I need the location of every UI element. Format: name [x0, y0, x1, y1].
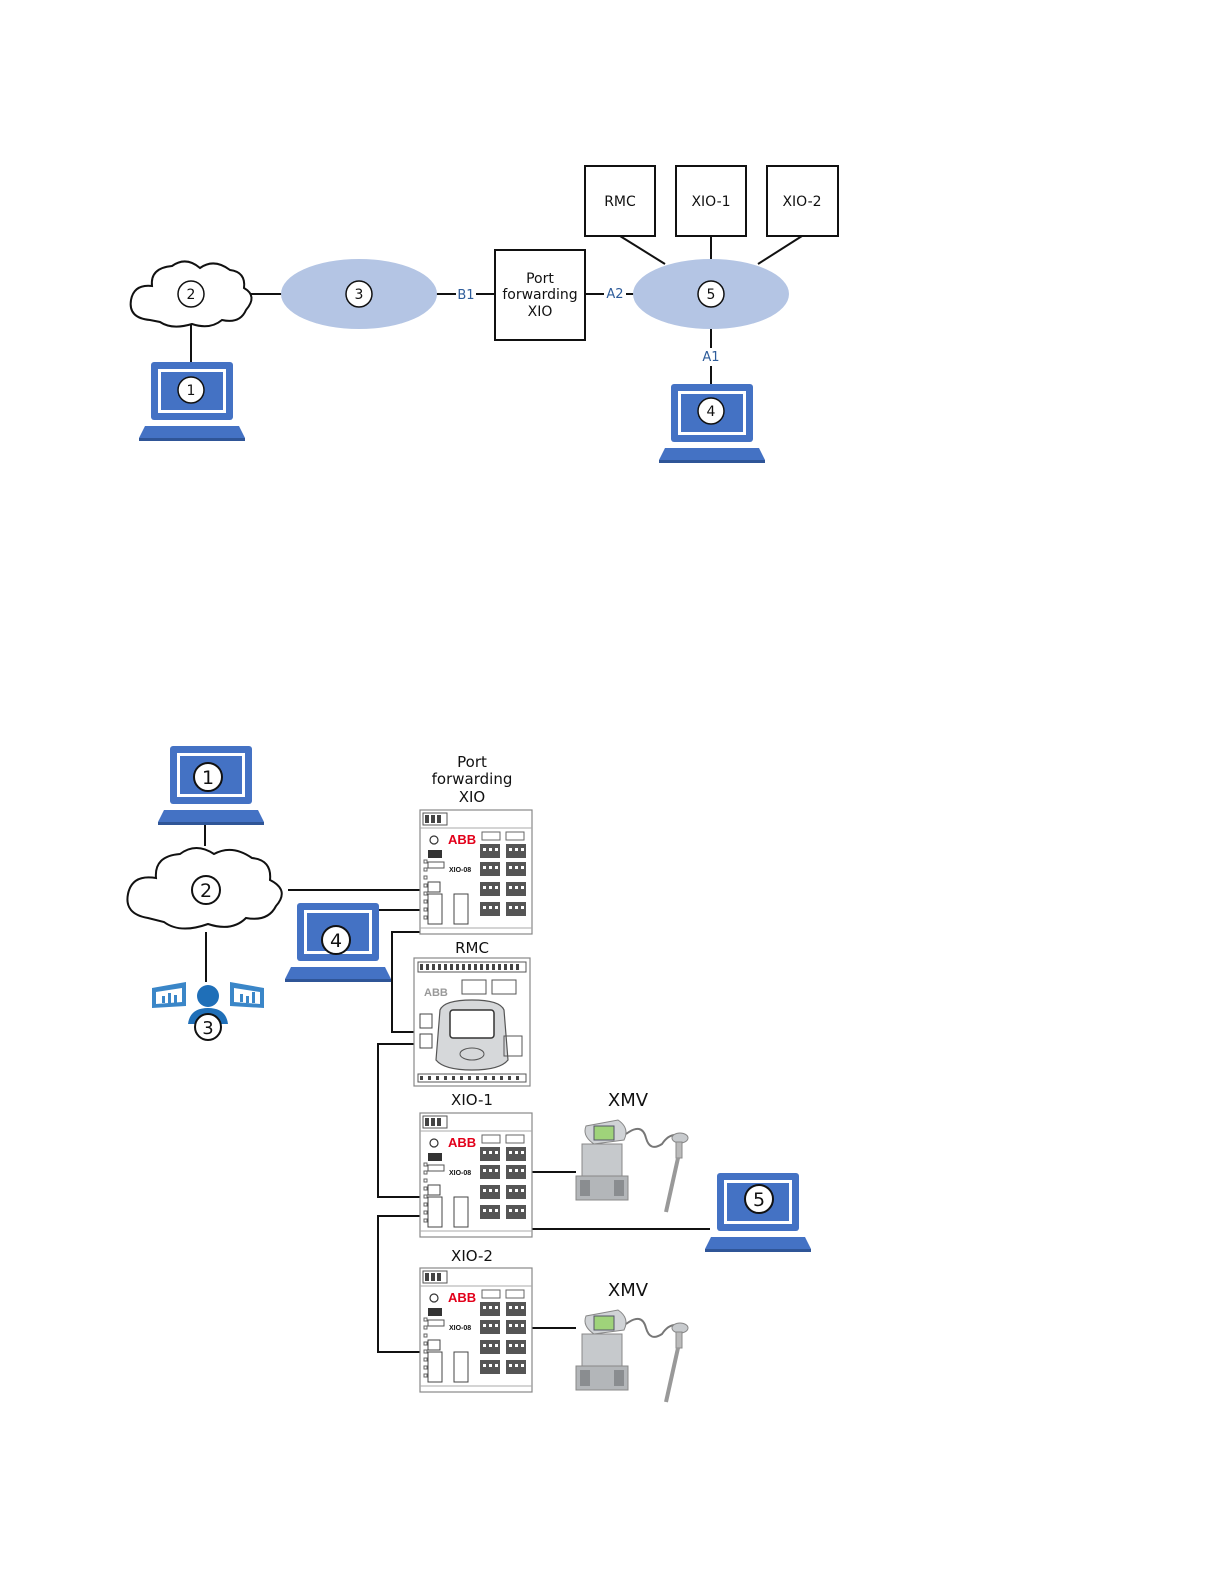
abb-logo: ABB: [424, 987, 448, 999]
node-marker: 5: [698, 281, 724, 307]
port-a2-label: A2: [606, 287, 623, 302]
diagram-2: ABB XIO-08 ABB XIO-08 ABB XIO-08 ABB: [127, 746, 811, 1402]
node-marker: 1: [194, 763, 222, 791]
node-marker: 1: [178, 377, 204, 403]
rmc-label: RMC: [604, 194, 636, 210]
port-forwarding-label: Port: [526, 271, 554, 287]
node-marker: 4: [322, 926, 350, 954]
xmv-transmitter: [576, 1120, 688, 1212]
abb-logo: ABB: [448, 832, 476, 847]
xio2-label: XIO-2: [451, 1247, 493, 1265]
xio1-label: XIO-1: [451, 1091, 493, 1109]
xio1-label: XIO-1: [691, 194, 730, 210]
xio-model-label: XIO-08: [449, 1170, 471, 1177]
svg-text:1: 1: [187, 383, 196, 399]
abb-logo: ABB: [448, 1290, 476, 1305]
svg-text:3: 3: [202, 1018, 213, 1039]
port-forwarding-label: XIO: [528, 304, 553, 320]
svg-text:4: 4: [707, 404, 716, 420]
svg-text:3: 3: [355, 287, 364, 303]
xmv-label: XMV: [608, 1280, 649, 1301]
port-forwarding-label: XIO: [459, 788, 486, 806]
xio-device: [420, 1268, 532, 1392]
xio2-label: XIO-2: [782, 194, 821, 210]
svg-text:5: 5: [707, 287, 716, 303]
node-marker: 3: [195, 1014, 221, 1040]
node-marker: 5: [745, 1185, 773, 1213]
rmc-device: ABB: [414, 958, 530, 1086]
port-forwarding-label: Port: [457, 753, 487, 771]
node-marker: 3: [346, 281, 372, 307]
xmv-transmitter: [576, 1310, 688, 1402]
node-marker: 2: [192, 876, 220, 904]
xio-model-label: XIO-08: [449, 867, 471, 874]
svg-text:2: 2: [187, 287, 196, 303]
node-marker: 2: [178, 281, 204, 307]
svg-text:4: 4: [330, 930, 342, 952]
node-marker: 4: [698, 398, 724, 424]
diagram-1: RMC XIO-1 XIO-2 Port forwarding XIO B1 A…: [131, 166, 838, 463]
svg-text:2: 2: [200, 880, 212, 902]
port-forwarding-label: forwarding: [432, 770, 513, 788]
port-forwarding-label: forwarding: [502, 287, 577, 303]
rmc-label: RMC: [455, 939, 489, 957]
svg-text:1: 1: [202, 767, 214, 789]
xio-device: [420, 1113, 532, 1237]
xmv-label: XMV: [608, 1090, 649, 1111]
svg-text:5: 5: [753, 1189, 765, 1211]
port-a1-label: A1: [702, 350, 719, 365]
xio-device: [420, 810, 532, 934]
abb-logo: ABB: [448, 1135, 476, 1150]
port-b1-label: B1: [457, 288, 474, 303]
xio-model-label: XIO-08: [449, 1325, 471, 1332]
